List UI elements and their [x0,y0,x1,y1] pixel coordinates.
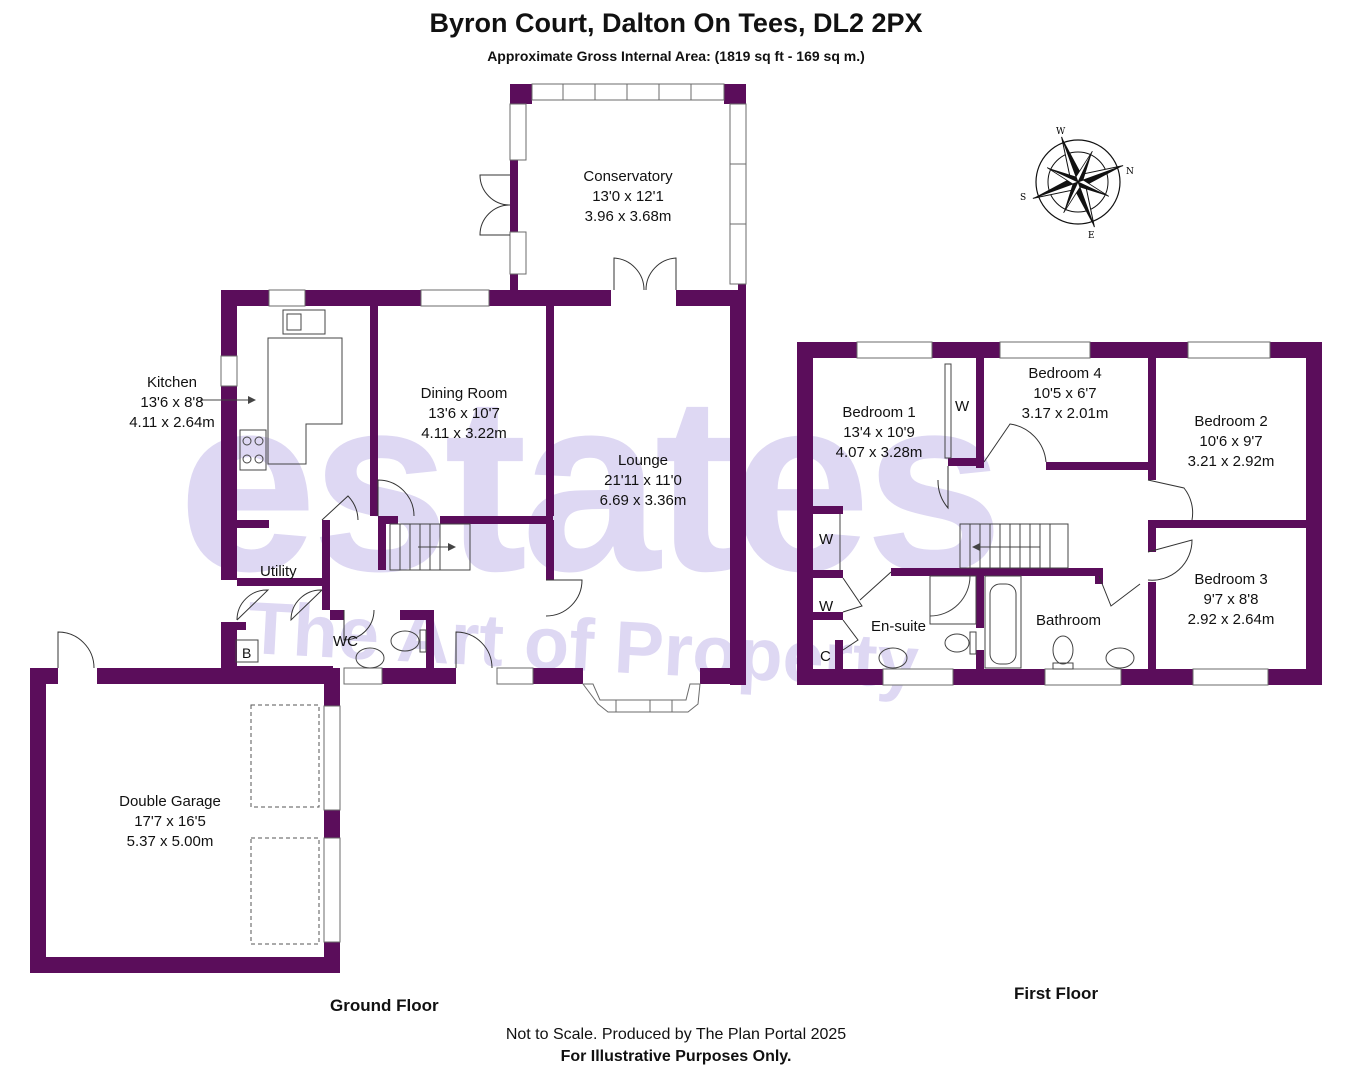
room-metric: 3.96 x 3.68m [584,208,672,225]
room-bedroom-1: Bedroom 1 13'4 x 10'9 4.07 x 3.28m [809,403,949,463]
gross-area: Approximate Gross Internal Area: (1819 s… [487,48,865,64]
wardrobe-label: W [819,531,834,548]
room-name: Bedroom 4 [1028,365,1102,382]
room-bathroom: Bathroom [1036,612,1102,629]
walls [30,84,1322,973]
room-conservatory: Conservatory 13'0 x 12'1 3.96 x 3.68m [548,167,708,227]
room-imperial: 10'6 x 9'7 [1199,433,1263,450]
watermark-logo: estates [178,344,1004,623]
room-name: Bedroom 1 [842,404,916,421]
room-name: Kitchen [146,374,198,391]
compass-rose-icon: N E S W [1020,127,1134,241]
footer-note: Not to Scale. Produced by The Plan Porta… [505,1026,847,1043]
room-metric: 4.11 x 3.22m [421,425,507,442]
room-metric: 3.17 x 2.01m [1021,405,1109,422]
stairs [389,523,1069,571]
footer-disclaimer: For Illustrative Purposes Only. [560,1048,792,1065]
room-imperial: 10'5 x 6'7 [1033,385,1097,402]
room-imperial: 9'7 x 8'8 [1203,591,1259,608]
room-utility: Utility [260,563,297,580]
boiler-label: B [242,645,252,661]
stair-arrows [448,543,980,551]
room-metric: 5.37 x 5.00m [126,833,214,850]
room-lounge: Lounge 21'11 x 11'0 6.69 x 3.36m [563,451,723,511]
garage-doors [250,704,320,945]
compass-label-e: E [1088,231,1095,241]
room-imperial: 13'4 x 10'9 [843,424,915,441]
compass-label-w: W [1056,127,1066,137]
room-name: Lounge [617,452,669,469]
kitchen-fittings [200,309,343,663]
room-metric: 4.11 x 2.64m [129,414,215,431]
cupboard-label: C [820,648,831,665]
room-imperial: 13'6 x 8'8 [140,394,204,411]
plan-title: Byron Court, Dalton On Tees, DL2 2PX [429,8,923,38]
room-bedroom-4: Bedroom 4 10'5 x 6'7 3.17 x 2.01m [995,364,1135,424]
room-bedroom-3: Bedroom 3 9'7 x 8'8 2.92 x 2.64m [1161,570,1301,630]
ground-floor-label: Ground Floor [330,996,439,1015]
compass-label-n: N [1126,167,1134,177]
first-floor-label: First Floor [1014,984,1099,1003]
room-ensuite: En-suite [871,618,927,635]
room-metric: 3.21 x 2.92m [1187,453,1275,470]
room-imperial: 21'11 x 11'0 [604,472,682,489]
room-imperial: 13'0 x 12'1 [592,188,664,205]
kitchen-arrow [248,396,256,404]
room-name: Dining Room [420,385,508,402]
room-imperial: 17'7 x 16'5 [134,813,206,830]
room-name: Conservatory [583,168,673,185]
room-name: Double Garage [119,793,221,810]
room-imperial: 13'6 x 10'7 [428,405,500,422]
compass-label-s: S [1020,193,1026,203]
door-swings [57,174,1194,669]
room-name: Bedroom 3 [1194,571,1268,588]
room-name: Bedroom 2 [1194,413,1268,430]
room-double-garage: Double Garage 17'7 x 16'5 5.37 x 5.00m [90,792,250,852]
room-metric: 4.07 x 3.28m [835,444,923,461]
wardrobe-label: W [955,398,970,415]
room-dining: Dining Room 13'6 x 10'7 4.11 x 3.22m [384,384,544,444]
room-metric: 6.69 x 3.36m [599,492,687,509]
room-wc: WC [333,633,358,650]
sanitary-fittings [355,363,1135,670]
windows [220,83,1271,943]
room-kitchen: Kitchen 13'6 x 8'8 4.11 x 2.64m [112,373,232,433]
room-bedroom-2: Bedroom 2 10'6 x 9'7 3.21 x 2.92m [1161,412,1301,472]
room-metric: 2.92 x 2.64m [1187,611,1275,628]
wardrobe-label: W [819,598,834,615]
